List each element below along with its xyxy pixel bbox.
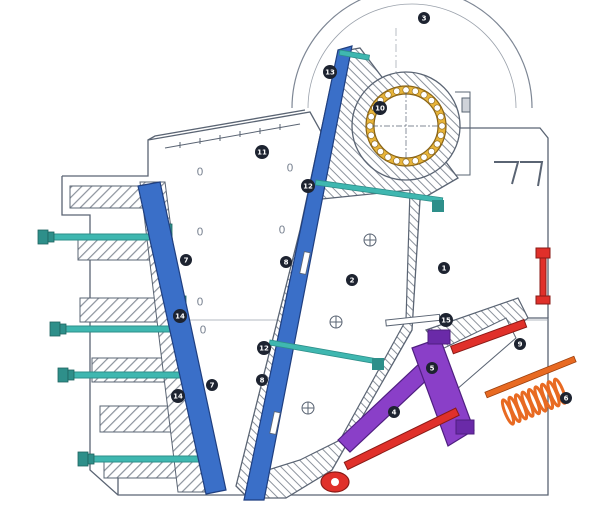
bearing-roller — [411, 157, 419, 165]
bearing-roller — [437, 131, 445, 139]
inspection-mark: 0 — [287, 162, 294, 175]
bearing-housing-bracket — [455, 91, 471, 176]
bearing-roller — [433, 104, 441, 112]
bearing-roller — [367, 131, 375, 139]
callout-marker — [256, 374, 268, 386]
inspection-mark: 0 — [197, 296, 204, 309]
corner-bracket-symbol — [494, 161, 544, 187]
bearing-roller — [411, 87, 419, 95]
callout-marker — [280, 256, 292, 268]
eccentric-bearing — [351, 71, 461, 181]
callout-marker — [388, 406, 400, 418]
tension-rod — [320, 247, 551, 493]
swing-jaw-holes — [301, 233, 377, 415]
callout-marker — [438, 262, 450, 274]
bearing-roller — [433, 140, 441, 148]
bearing-roller — [402, 158, 410, 166]
callout-label: 6 — [564, 395, 569, 403]
callout-marker — [257, 341, 271, 355]
callout-marker — [206, 379, 218, 391]
bearing-roller — [437, 113, 445, 121]
bearing-roller — [427, 97, 435, 105]
bearing-roller — [367, 113, 375, 121]
callout-label: 3 — [422, 15, 427, 23]
callout-marker — [373, 101, 387, 115]
bearing-roller — [420, 91, 428, 99]
bearing-roller — [427, 148, 435, 156]
return-spring — [484, 355, 577, 426]
callout-marker — [301, 179, 315, 193]
callout-label: 1 — [442, 265, 447, 273]
top-cover-plate — [164, 123, 301, 149]
callout-label: 12 — [303, 183, 313, 191]
callout-label: 12 — [259, 345, 269, 353]
callout-marker — [514, 338, 526, 350]
callout-marker — [439, 313, 453, 327]
bearing-roller — [376, 148, 384, 156]
bearing-roller — [393, 157, 401, 165]
inspection-mark: 0 — [197, 226, 204, 239]
inspection-mark: 0 — [197, 166, 204, 179]
callout-label: 2 — [350, 277, 355, 285]
callout-label: 14 — [173, 393, 183, 401]
callout-marker — [426, 362, 438, 374]
callout-label: 5 — [430, 365, 435, 373]
callout-label: 11 — [257, 149, 267, 157]
bearing-roller — [371, 140, 379, 148]
inspection-mark: 0 — [200, 324, 207, 337]
movable-jaw-plate — [243, 45, 353, 501]
callout-marker — [346, 274, 358, 286]
callout-label: 8 — [260, 377, 265, 385]
callout-marker — [560, 392, 572, 404]
bearing-roller — [393, 87, 401, 95]
callout-marker — [323, 65, 337, 79]
callout-label: 14 — [175, 313, 185, 321]
flywheel — [291, 0, 533, 109]
jaw-plate-wedges — [269, 251, 311, 435]
callout-label: 7 — [184, 257, 189, 265]
callout-label: 4 — [392, 409, 397, 417]
callout-marker — [173, 309, 187, 323]
tie-rods-movable-side — [268, 49, 444, 370]
callout-label: 9 — [518, 341, 523, 349]
callout-marker — [180, 254, 192, 266]
bearing-roller — [420, 153, 428, 161]
callout-label: 8 — [284, 259, 289, 267]
callout-marker — [418, 12, 430, 24]
callout-label: 15 — [441, 317, 451, 325]
inspection-mark: 0 — [279, 224, 286, 237]
callout-marker — [171, 389, 185, 403]
callout-label: 7 — [210, 382, 215, 390]
bearing-roller — [384, 153, 392, 161]
bearing-roller — [384, 91, 392, 99]
callout-label: 13 — [325, 69, 335, 77]
callout-marker — [255, 145, 269, 159]
bearing-roller — [438, 122, 446, 130]
callout-label: 10 — [375, 105, 385, 113]
fixed-jaw-plate — [137, 181, 227, 495]
